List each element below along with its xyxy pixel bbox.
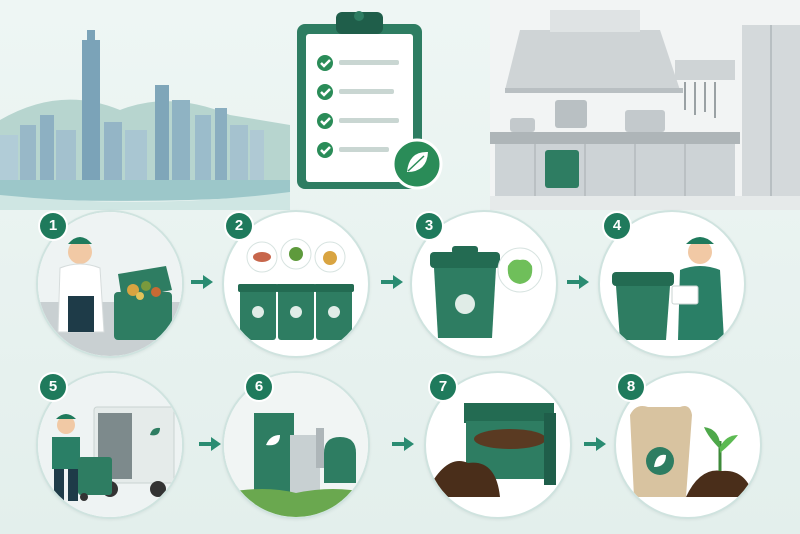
sealed-bin-and-bag-illustration bbox=[430, 246, 543, 338]
arrow-right-icon bbox=[199, 437, 221, 451]
arrow-right-icon bbox=[381, 275, 403, 289]
step-number-badge: 4 bbox=[604, 213, 630, 239]
step-5-circle bbox=[36, 371, 184, 519]
arrow-right-icon bbox=[567, 275, 589, 289]
step-number-badge: 7 bbox=[430, 374, 456, 400]
treatment-facility-illustration bbox=[224, 373, 368, 517]
step-number-badge: 5 bbox=[40, 374, 66, 400]
arrow-right-icon bbox=[392, 437, 414, 451]
sorting-bins-illustration bbox=[238, 238, 354, 340]
city-skyline-illustration bbox=[0, 30, 290, 210]
step-number-badge: 8 bbox=[618, 374, 644, 400]
arrow-right-icon bbox=[191, 275, 213, 289]
waste-collection-truck-illustration bbox=[38, 373, 182, 517]
commercial-kitchen-illustration bbox=[490, 0, 800, 210]
composting-machine-illustration bbox=[426, 403, 556, 497]
chef-sorting-waste-illustration bbox=[38, 212, 182, 356]
staff-inspecting-bin-illustration bbox=[612, 237, 724, 340]
arrow-right-icon bbox=[584, 437, 606, 451]
compost-product-illustration bbox=[630, 406, 754, 497]
step-number-badge: 3 bbox=[416, 213, 442, 239]
step-8-circle bbox=[614, 371, 762, 519]
clipboard-checklist-icon bbox=[297, 11, 443, 190]
step-number-badge: 6 bbox=[246, 374, 272, 400]
step-number-badge: 1 bbox=[40, 213, 66, 239]
step-number-badge: 2 bbox=[226, 213, 252, 239]
step-6-circle bbox=[222, 371, 370, 519]
